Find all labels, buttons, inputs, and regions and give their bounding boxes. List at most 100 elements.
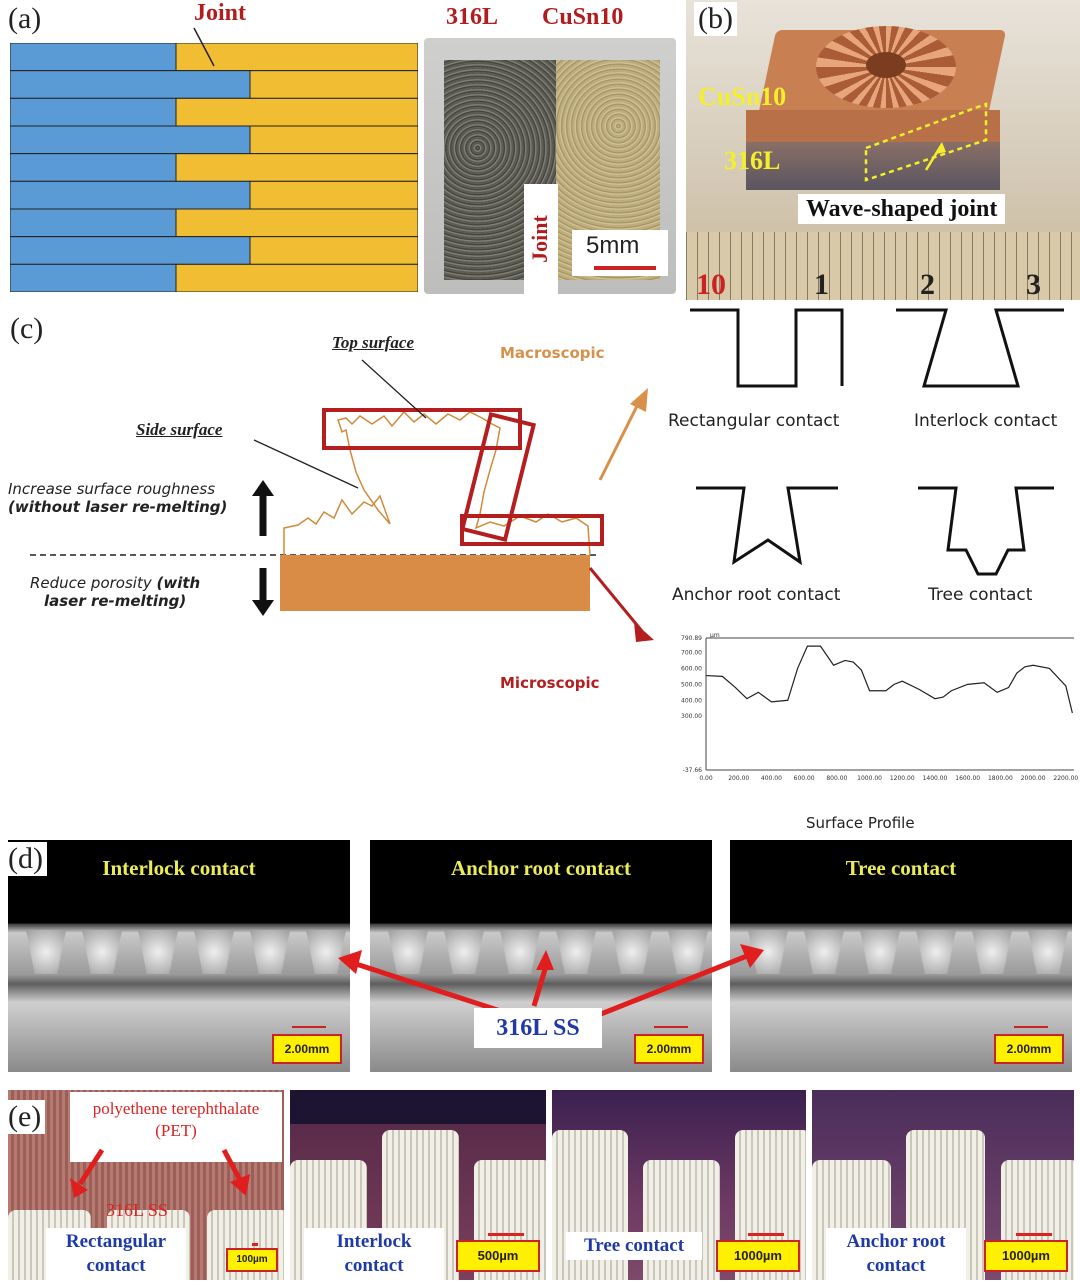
interlock-contact-label: Interlock contact [914,411,1058,431]
y-tick-label: 300.00 [681,713,702,720]
label-316l: 316L [446,4,499,30]
stripe-316l [10,263,177,292]
d-tooth [194,930,234,974]
pet-label: polyethene terephthalate (PET) [70,1092,282,1162]
e-label-line: Tree contact [583,1235,685,1256]
panel-b-photo: CuSn10 316L Wave-shaped joint 10 1 2 3 (… [686,0,1080,300]
x-tick-label: 0.00 [699,775,713,782]
stripe-cusn10 [175,208,418,238]
joint-pointer [193,27,215,67]
wave-joint-outline [864,102,988,182]
anchor-root-contact-shape [696,486,838,566]
d-tooth [972,930,1012,974]
x-tick-label: 800.00 [826,775,847,782]
b-label-316l: 316L [724,146,781,175]
microscopic-arrow-head [634,622,654,642]
e-ss-label: 316L SS [106,1200,168,1220]
stripe-cusn10 [175,97,418,127]
microscopic-label: Microscopic [500,674,600,692]
ruler-num-2: 2 [920,268,935,300]
stripe-cusn10 [249,236,418,265]
d-tooth [804,930,844,974]
rectangular-contact-label: Rectangular contact [668,411,840,431]
reduce-porosity: Reduce porosity (with laser re-melting) [30,574,200,610]
e-metal-region [643,1160,720,1280]
d-tooth [916,930,956,974]
d-tooth [138,930,178,974]
scale-label: 5mm [586,232,640,259]
panel-d: Interlock contact 2.00mm Anchor root conta… [0,840,1080,1072]
x-tick-label: 1800.00 [988,775,1013,782]
photo-joint-label: Joint [527,215,552,263]
d-316l-ss-label: 316L SS [474,1008,602,1048]
stripe-316l [10,70,251,99]
ruler-num-1: 1 [814,268,829,300]
panel-label-c: (c) [6,312,48,346]
increase-note: (without laser re-melting) [8,498,228,516]
bimetal-stripe-diagram [10,43,418,292]
y-tick-label: 500.00 [681,681,702,688]
e-label-line: Rectangular [65,1231,167,1252]
d-scale-0: 2.00mm [272,1034,342,1064]
d-title-1: Anchor root contact [450,856,632,880]
part-bronze-side [746,110,1000,142]
d-photo-2: Tree contact 2.00mm [730,840,1072,1072]
x-tick-label: 400.00 [761,775,782,782]
panel-a-photo-area: 316L CuSn10 Joint 5mm [420,0,682,300]
macroscopic-label: Macroscopic [500,344,605,362]
part-hole [866,52,906,78]
d-title-2: Tree contact [845,856,957,880]
reduce-note2: laser re-melting) [43,592,187,610]
tree-contact-label: Tree contact [928,585,1033,605]
surface-schematic [30,359,648,630]
x-tick-label: 2200.00 [1053,775,1078,782]
wave-joint-label: Wave-shaped joint [798,194,1006,224]
panel-label-a: (a) [4,2,46,36]
stripe-cusn10 [175,263,418,292]
d-tooth [250,930,290,974]
e-scale-bar-3 [1016,1233,1052,1236]
stripe-316l [10,180,251,210]
label-cusn10: CuSn10 [542,4,624,30]
e-label-line: Anchor root [846,1231,946,1252]
x-tick-label: 600.00 [794,775,815,782]
joint-label: Joint [194,0,247,26]
y-tick-label: -37.66 [683,767,703,774]
e-scale-bar-2 [748,1233,784,1236]
scale-bar [594,266,656,270]
e-label-line: Interlock [336,1231,412,1252]
e-label-2: Tree contact [566,1232,702,1260]
d-scale-bar-1 [654,1026,688,1028]
increase-text: Increase surface roughness [8,480,216,498]
ruler-num-0: 10 [696,268,726,300]
e-scale-2: 1000µm [716,1240,800,1272]
x-tick-label: 1600.00 [955,775,980,782]
stripe-316l [10,125,251,155]
stripe-cusn10 [175,153,418,182]
contact-shapes [690,308,1064,576]
panel-a: (a) Joint [0,0,420,300]
panel-label-e: (e) [4,1100,46,1134]
y-unit-label: µm [710,632,720,639]
e-scale-bar-0 [252,1243,258,1246]
rectangular-contact-shape [690,308,844,388]
e-pet-arrows [70,1148,250,1198]
side-surface-label: Side surface [136,420,223,439]
b-label-cusn10: CuSn10 [698,82,787,111]
d-scale-2: 2.00mm [994,1034,1064,1064]
y-tick-label: 790.89 [681,635,702,642]
d-title-0: Interlock contact [102,856,256,880]
d-tooth [26,930,66,974]
e-scale-3: 1000µm [984,1240,1068,1272]
d-photo-0: Interlock contact 2.00mm [8,840,350,1072]
d-scale-bar-0 [292,1026,326,1028]
joint-tag [524,184,558,294]
d-arrows [338,944,764,1019]
